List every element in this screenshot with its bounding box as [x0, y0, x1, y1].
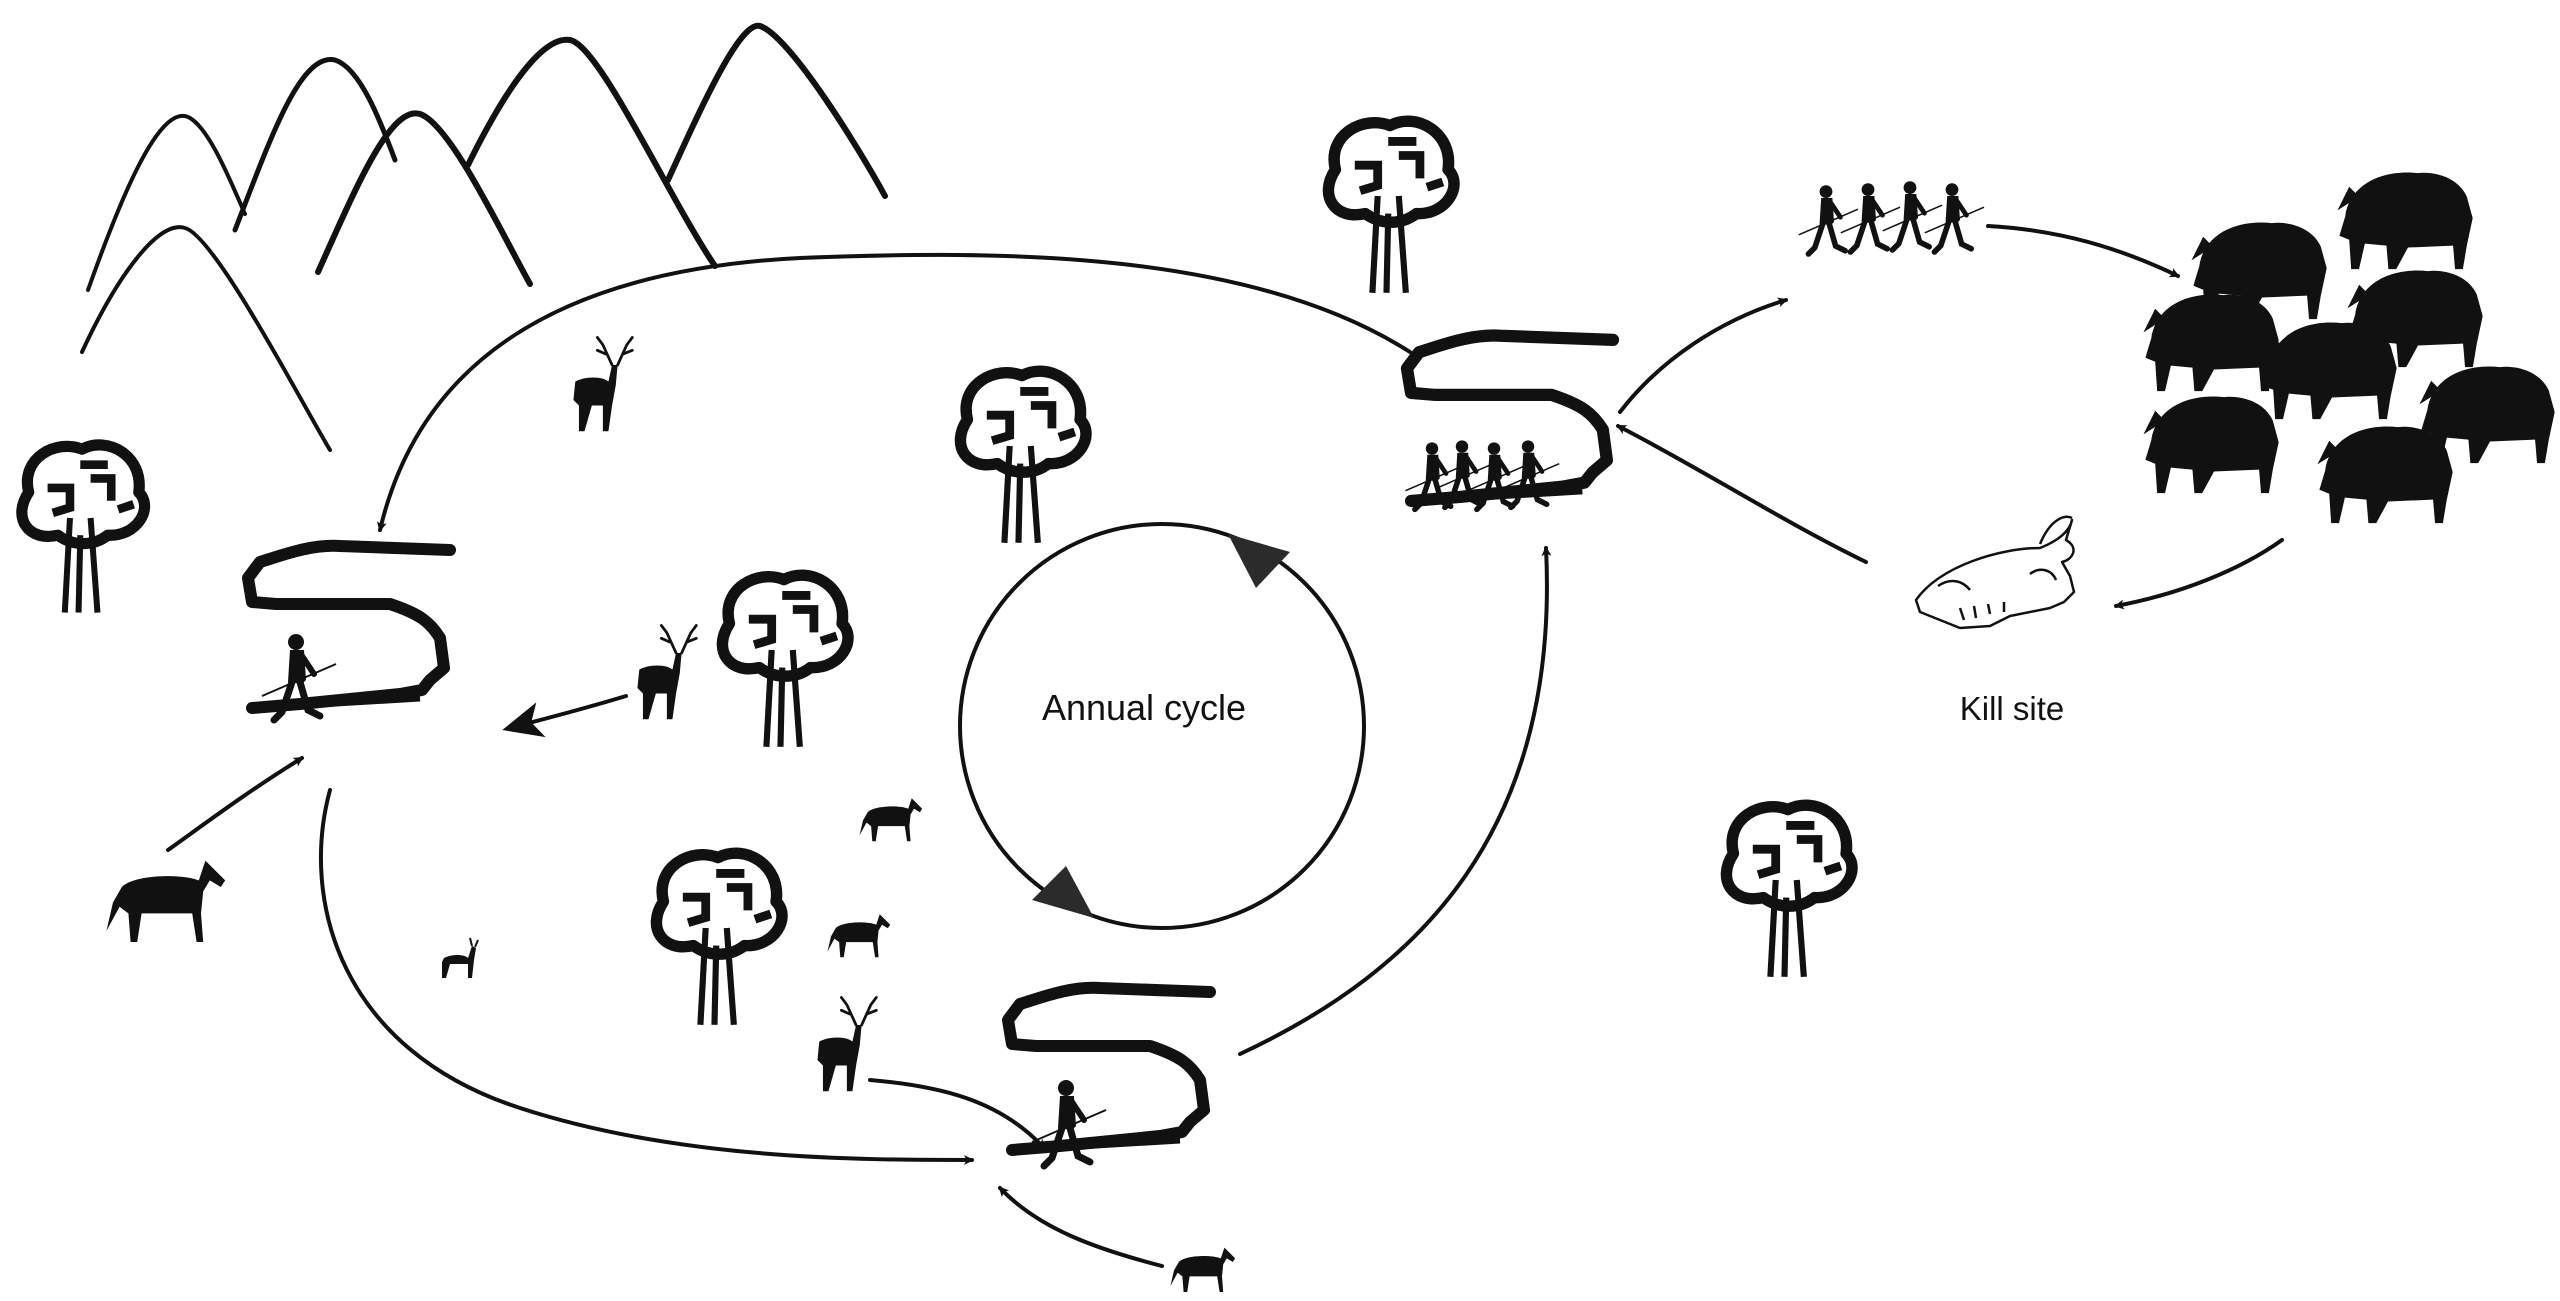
- arrow-horse-to-south-cave: [998, 1186, 1164, 1268]
- tree-icon: [22, 445, 145, 613]
- cycle-arrowhead-icon: [1228, 534, 1290, 588]
- horse-icon: [859, 798, 923, 842]
- horse-icon: [106, 860, 226, 942]
- tree-icon: [656, 853, 782, 1025]
- annual-cycle: [958, 522, 1366, 930]
- mountain-icon: [315, 110, 533, 287]
- red-deer-group: [572, 336, 878, 1093]
- kill-site-label: Kill site: [1960, 690, 2065, 727]
- hunter-group-icon: [1799, 181, 1984, 254]
- mountain-icon: [80, 225, 332, 452]
- movement-arrows: [166, 224, 2284, 1268]
- bison-icon: [2143, 294, 2279, 392]
- cave-icon: [248, 546, 450, 708]
- mountain-icon: [465, 36, 718, 269]
- horse-icon: [827, 914, 891, 958]
- arrow-south-to-east: [1238, 546, 1552, 1056]
- cave-west: [248, 546, 450, 720]
- cycle-arrowhead-icon: [1032, 866, 1094, 918]
- red-deer-icon: [816, 996, 878, 1093]
- arrow-hunters-to-bison: [1986, 224, 2180, 278]
- bison-herd: [2143, 172, 2555, 524]
- arrow-cave-to-hunters: [1618, 297, 1788, 414]
- arrow-west-to-south: [318, 788, 974, 1165]
- tree-icon: [722, 575, 848, 747]
- arrow-deer-to-south-cave: [868, 1078, 1046, 1150]
- roe-deer-icon: [441, 937, 479, 979]
- mountain-icon: [232, 57, 398, 233]
- arrow-kill-site-to-cave: [1616, 424, 1868, 564]
- annual-cycle-label: Annual cycle: [1042, 687, 1246, 728]
- tree-icon: [1726, 805, 1852, 977]
- mountains: [80, 22, 888, 452]
- red-deer-icon: [636, 624, 698, 721]
- arrow-deer-to-west-cave: [502, 694, 628, 738]
- bison-icon: [2143, 396, 2279, 494]
- bison-icon: [2261, 322, 2397, 420]
- tree-icon: [960, 371, 1086, 543]
- red-deer-icon: [572, 336, 634, 433]
- cave-icon: [1008, 988, 1210, 1150]
- bison-skull-icon: [1914, 515, 2076, 630]
- arrow-east-to-west: [376, 252, 1412, 532]
- mountain-icon: [665, 22, 888, 199]
- bison-icon: [2337, 172, 2473, 270]
- horse-icon: [1170, 1247, 1236, 1292]
- cave-east: [1405, 336, 1613, 510]
- cycle-ring: [958, 522, 1366, 930]
- mountain-icon: [86, 113, 247, 292]
- arrow-horse-to-west-cave: [166, 756, 304, 852]
- arrow-bison-to-kill-site: [2114, 538, 2284, 610]
- tree-icon: [1328, 121, 1454, 293]
- bison-icon: [2317, 426, 2453, 524]
